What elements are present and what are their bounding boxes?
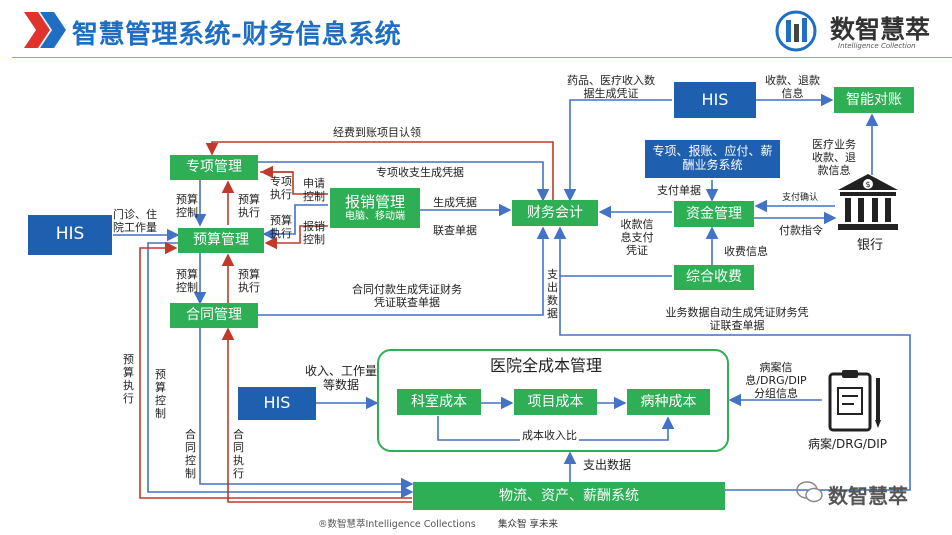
label-sk-xx: 收款信息支付凭证 [620,218,654,258]
svg-text:$: $ [865,180,870,189]
his-left-node: HIS [28,215,112,255]
xiangmu-node: 项目成本 [514,389,597,415]
label-ys-kz-v: 预算控制 [155,368,166,420]
zonghe-node: 综合收费 [674,265,754,290]
label-yl-yw: 医疗业务收款、退款信息 [812,138,856,178]
cost-container [377,349,729,452]
caiwu-node: 财务会计 [512,200,598,226]
label-ys-zx-1: 预算执行 [238,193,260,220]
label-sf-xx: 收费信息 [724,245,768,258]
label-yaopin: 药品、医疗收入数据生成凭证 [567,74,655,101]
label-fk-zl: 付款指令 [779,224,823,237]
yusuan-node: 预算管理 [178,228,264,253]
baoxiao-node: 报销管理 电脑、移动端 [330,188,420,228]
wuliu-node: 物流、资产、薪酬系统 [413,482,725,510]
his-mid-node: HIS [238,387,316,420]
wechat-icon [796,481,823,503]
cost-title: 医院全成本管理 [490,356,603,375]
label-yw-sj: 业务数据自动生成凭证财务凭证联查单据 [665,306,809,333]
label-menzhen: 门诊、住院工作量 [113,208,157,235]
label-zx-zx: 专项执行 [270,175,292,202]
label-ys-kz-1: 预算控制 [176,193,198,220]
label-zf-qr: 支付确认 [782,193,819,203]
brand-tagline: Intelligence Collection [838,42,916,50]
header-rule [12,57,952,58]
label-lf-dj: 联查单据 [433,224,477,237]
cost-ratio-label: 成本收入比 [520,429,579,443]
label-ys-zx-v: 预算执行 [123,353,134,405]
label-ht-kz-v: 合同控制 [185,428,196,480]
footer-slogan: 集众智 享未来 [498,519,559,530]
label-bx-kz: 报销控制 [303,220,325,247]
label-ys-kz-2: 预算控制 [176,268,198,295]
zhuanxiang-node: 专项管理 [170,155,258,180]
clipboard-icon [828,370,881,432]
label-jingfei: 经费到账项目认领 [333,126,421,139]
page-title: 智慧管理系统-财务信息系统 [72,20,402,50]
bingzhong-node: 病种成本 [627,389,710,415]
bank-label: 银行 [857,238,884,253]
label-ht-fk: 合同付款生成凭证财务凭证联查单据 [352,283,462,310]
label-shoukuan: 收款、退款信息 [765,74,820,101]
label-sr-gz: 收入、工作量等数据 [304,364,377,393]
bank-icon: $ [838,174,898,230]
label-sq-kz: 申请控制 [303,177,325,204]
his-top-node: HIS [674,82,756,118]
label-ht-zx-v: 合同执行 [233,428,244,480]
brand-logo-icon [775,10,817,52]
label-ys-zx-2: 预算执行 [270,214,292,241]
baoxiao-title: 报销管理 [344,192,405,211]
baoxiao-sub: 电脑、移动端 [345,210,405,222]
header-chevron-icon [24,12,66,48]
hetong-node: 合同管理 [170,303,258,328]
label-zhuanxiang-pz: 专项收支生成凭据 [376,166,464,179]
label-zf-dj: 支付单据 [657,184,701,197]
footer-copyright: ®数智慧萃Intelligence Collections [318,519,476,530]
label-zc-sj: 支出数据 [547,268,558,320]
keshi-node: 科室成本 [397,389,481,415]
watermark: 数智慧萃 [828,484,908,508]
zhineng-node: 智能对账 [834,87,914,113]
zhuanxiang-biz-node: 专项、报账、应付、薪酬业务系统 [645,140,780,178]
label-zc-sj2: 支出数据 [583,458,632,472]
bingan-label: 病案/DRG/DIP [808,437,887,451]
brand-name: 数智慧萃 [830,15,931,44]
label-ba-xx: 病案信息/DRG/DIP分组信息 [745,361,807,401]
label-ys-zx-3: 预算执行 [238,268,260,295]
zijin-node: 资金管理 [674,201,754,227]
label-sc-pj: 生成凭据 [433,196,477,209]
